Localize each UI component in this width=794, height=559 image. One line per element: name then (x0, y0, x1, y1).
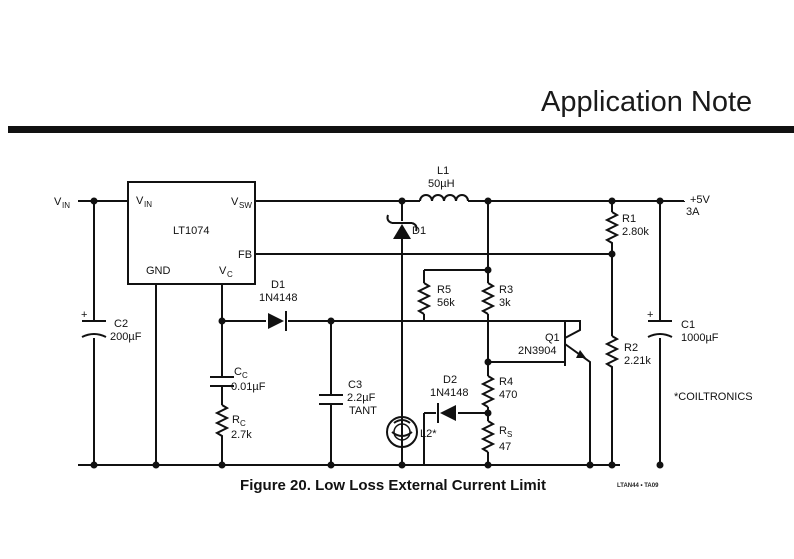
q1-value: 2N3904 (518, 345, 557, 357)
r1-ref: R1 (622, 213, 636, 225)
resistor-r4-symbol (480, 375, 496, 408)
c1-value: 1000µF (681, 332, 719, 344)
svg-text:V: V (219, 265, 227, 277)
r1-value: 2.80k (622, 226, 649, 238)
svg-text:R: R (499, 425, 507, 437)
capacitor-c3-symbol (319, 394, 343, 405)
ic-name: LT1074 (173, 225, 210, 237)
diode-d2-symbol (437, 403, 456, 423)
c3-note: TANT (349, 405, 377, 417)
output-voltage: +5V (690, 194, 711, 206)
svg-text:S: S (507, 430, 512, 439)
resistor-r2-symbol (604, 335, 620, 369)
r2-value: 2.21k (624, 355, 651, 367)
ic-vin-pin-label: V IN (136, 195, 152, 209)
capacitor-cc-symbol (210, 376, 234, 387)
r3-value: 3k (499, 297, 511, 309)
svg-text:V: V (136, 195, 144, 207)
rc-value: 2.7k (231, 429, 252, 441)
c2-value: 200µF (110, 331, 142, 343)
c2-ref: C2 (114, 318, 128, 330)
c3-value: 2.2µF (347, 392, 376, 404)
footnote-coiltronics: *COILTRONICS (674, 391, 753, 403)
inductor-l2-toroid-symbol (386, 416, 418, 448)
l1-value: 50µH (428, 178, 455, 190)
svg-text:C: C (227, 270, 233, 279)
svg-text:C: C (234, 366, 242, 378)
svg-text:SW: SW (239, 201, 252, 210)
resistor-rc-symbol (214, 404, 230, 442)
svg-text:IN: IN (144, 200, 152, 209)
ic-gnd-pin-label: GND (146, 265, 171, 277)
svg-text:IN: IN (62, 201, 70, 210)
c1-ref: C1 (681, 319, 695, 331)
capacitor-c2-symbol: + (81, 309, 107, 338)
wires (78, 200, 685, 466)
capacitor-c1-symbol: + (647, 309, 673, 338)
ic-lt1074-body (127, 181, 256, 285)
resistor-rs-symbol (480, 420, 496, 453)
rs-value: 47 (499, 441, 511, 453)
rc-ref: R C (232, 414, 246, 428)
junction-dots (90, 197, 664, 469)
r4-ref: R4 (499, 376, 513, 388)
r3-ref: R3 (499, 284, 513, 296)
figure-caption: Figure 20. Low Loss External Current Lim… (0, 477, 794, 494)
cc-value: 0.01µF (231, 381, 266, 393)
d2-ref: D2 (443, 374, 457, 386)
r4-value: 470 (499, 389, 517, 401)
svg-text:V: V (54, 196, 62, 208)
d1-clamp-value: 1N4148 (259, 292, 298, 304)
resistor-r5-symbol (416, 282, 432, 315)
transistor-q1-symbol (564, 320, 586, 366)
d2-value: 1N4148 (430, 387, 469, 399)
ic-vc-pin-label: V C (219, 265, 233, 279)
header-rule (8, 126, 794, 133)
resistor-r1-symbol (604, 211, 620, 245)
svg-text:C: C (242, 371, 248, 380)
rs-ref: R S (499, 425, 512, 439)
resistor-r3-symbol (480, 282, 496, 315)
inductor-l1-symbol (419, 194, 469, 202)
svg-text:+: + (647, 309, 653, 321)
svg-text:C: C (240, 419, 246, 428)
ic-fb-pin-label: FB (238, 249, 252, 261)
figure-code: LTAN44 • TA09 (617, 483, 659, 489)
q1-ref: Q1 (545, 332, 560, 344)
r2-ref: R2 (624, 342, 638, 354)
page-header-title: Application Note (541, 86, 753, 118)
figure-caption-text: Figure 20. Low Loss External Current Lim… (240, 477, 546, 494)
l2-ref: L2* (420, 428, 437, 440)
svg-text:R: R (232, 414, 240, 426)
r5-ref: R5 (437, 284, 451, 296)
svg-text:V: V (231, 196, 239, 208)
cc-ref: C C (234, 366, 248, 380)
diode-d1-clamp-symbol (268, 311, 287, 331)
d1-catch-ref: D1 (412, 225, 426, 237)
svg-text:+: + (81, 309, 87, 321)
r5-value: 56k (437, 297, 455, 309)
l1-ref: L1 (437, 165, 449, 177)
output-current: 3A (686, 206, 700, 218)
ic-vsw-pin-label: V SW (231, 196, 252, 210)
diode-d1-catch-symbol (386, 214, 418, 239)
d1-clamp-ref: D1 (271, 279, 285, 291)
input-vin-label: V IN (54, 196, 70, 210)
c3-ref: C3 (348, 379, 362, 391)
